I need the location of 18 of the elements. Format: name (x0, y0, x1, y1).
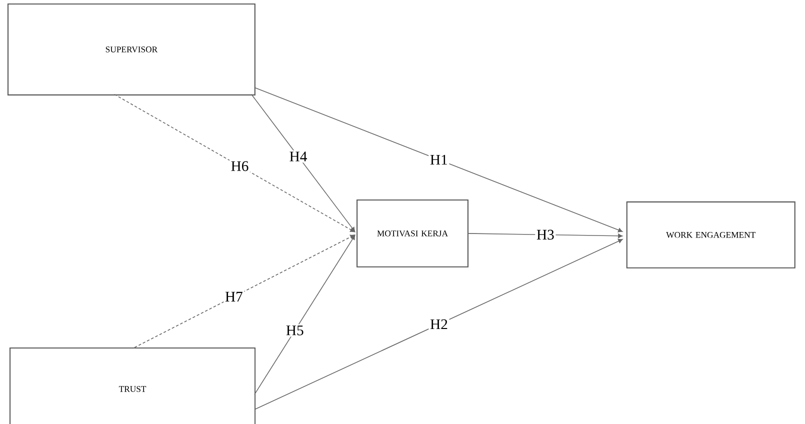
edge-label: H5 (286, 326, 304, 336)
edge-label: H4 (290, 152, 307, 162)
path-arrow (134, 234, 355, 348)
construct-box: MOTIVASI KERJA (356, 199, 468, 268)
construct-box: WORK ENGAGEMENT (626, 201, 796, 268)
construct-box: SUPERVISOR (7, 3, 256, 96)
path-arrow (467, 233, 623, 238)
path-arrow (114, 94, 355, 232)
edge-label: H6 (231, 161, 248, 172)
path-arrow (254, 87, 623, 232)
edge-label: H3 (536, 230, 554, 240)
edge-label: H1 (430, 154, 447, 165)
path-arrow (254, 235, 356, 395)
edge-label: H7 (225, 292, 242, 302)
path-arrow (251, 94, 356, 232)
path-arrow (254, 238, 623, 410)
construct-box: TRUST (9, 348, 256, 424)
edge-label: H2 (430, 319, 448, 330)
